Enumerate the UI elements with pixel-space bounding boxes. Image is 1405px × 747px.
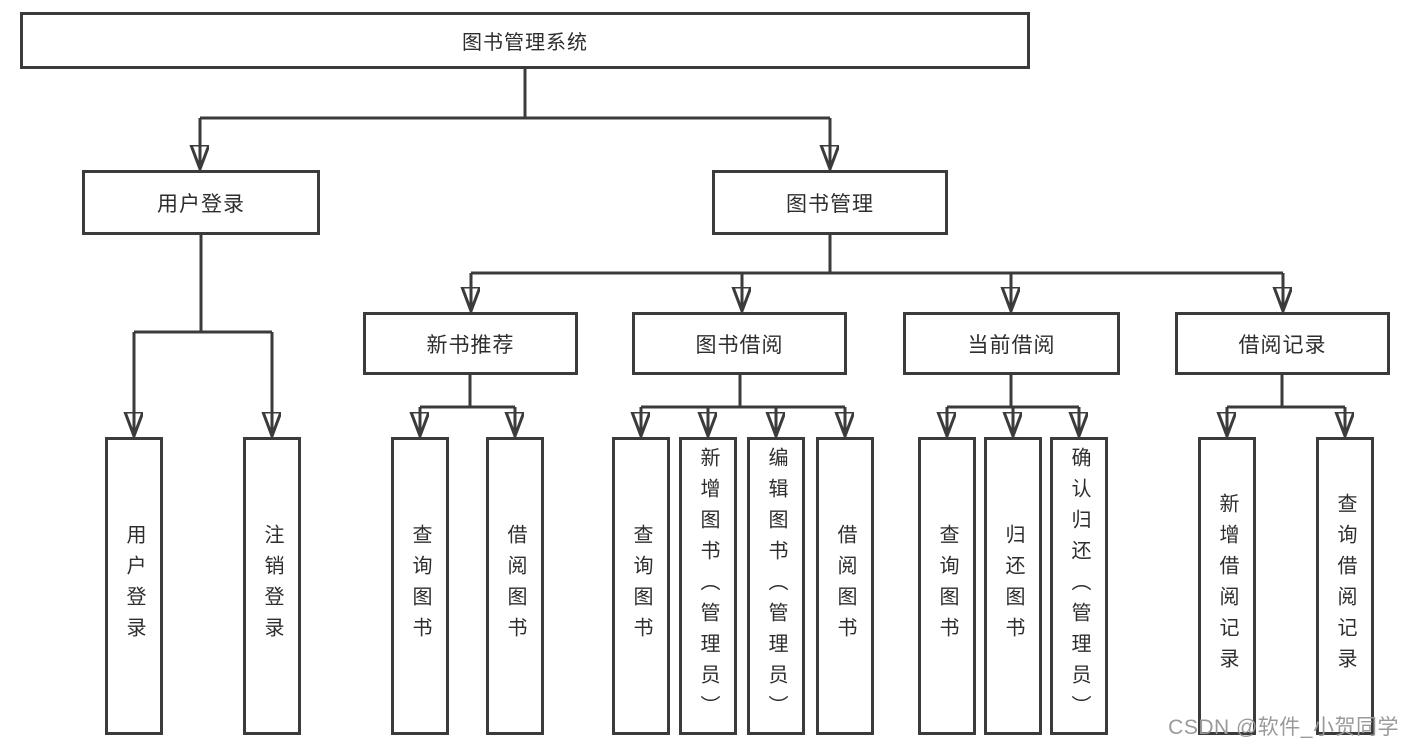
leaf-add-books-admin: 新增图书（管理员） xyxy=(679,437,737,735)
leaf-add-borrow-record: 新增借阅记录 xyxy=(1198,437,1256,735)
leaf-query-books-3: 查询图书 xyxy=(918,437,976,735)
node-root-system: 图书管理系统 xyxy=(20,12,1030,69)
connector-bookborrow-to-leaves xyxy=(641,375,845,436)
leaf-user-login: 用户登录 xyxy=(105,437,163,735)
node-borrow-records: 借阅记录 xyxy=(1175,312,1390,375)
leaf-borrow-books-2: 借阅图书 xyxy=(816,437,874,735)
leaf-logout: 注销登录 xyxy=(243,437,301,735)
leaf-return-books: 归还图书 xyxy=(984,437,1042,735)
leaf-query-books-2: 查询图书 xyxy=(612,437,670,735)
node-book-management: 图书管理 xyxy=(712,170,948,235)
connector-records-to-leaves xyxy=(1227,375,1345,436)
connector-currentborrow-to-leaves xyxy=(947,375,1079,436)
leaf-query-borrow-record: 查询借阅记录 xyxy=(1316,437,1374,735)
leaf-edit-books-admin: 编辑图书（管理员） xyxy=(747,437,805,735)
node-new-book-recommend: 新书推荐 xyxy=(363,312,578,375)
leaf-borrow-books-1: 借阅图书 xyxy=(486,437,544,735)
leaf-confirm-return-admin: 确认归还（管理员） xyxy=(1050,437,1108,735)
csdn-watermark: CSDN @软件_小贺同学 xyxy=(1168,716,1399,739)
connector-newbook-to-leaves xyxy=(420,375,515,436)
leaf-query-books-1: 查询图书 xyxy=(391,437,449,735)
node-book-borrow: 图书借阅 xyxy=(632,312,847,375)
connector-login-to-leaves xyxy=(134,235,272,436)
connector-root-to-level2 xyxy=(200,69,830,169)
node-user-login: 用户登录 xyxy=(82,170,320,235)
node-current-borrow: 当前借阅 xyxy=(903,312,1120,375)
connector-manage-to-level3 xyxy=(471,235,1283,311)
